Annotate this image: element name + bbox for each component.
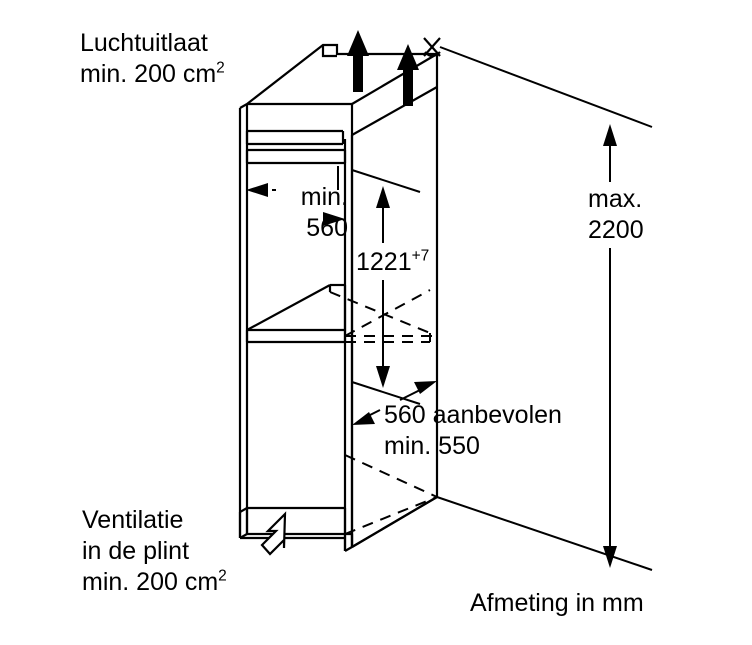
dimension-max-2200 [603,124,617,568]
plinth-ventilation-arrow [260,511,287,556]
extension-lines-2200 [436,46,653,571]
cabinet-outline [238,43,439,552]
datum-reference-mark [423,37,441,58]
hidden-edges-dashed [329,289,438,535]
dimension-height-1221 [351,169,421,405]
dimension-min-560-width [246,166,346,232]
air-outlet-arrows [347,30,419,106]
dimension-depth-560 [352,370,438,425]
